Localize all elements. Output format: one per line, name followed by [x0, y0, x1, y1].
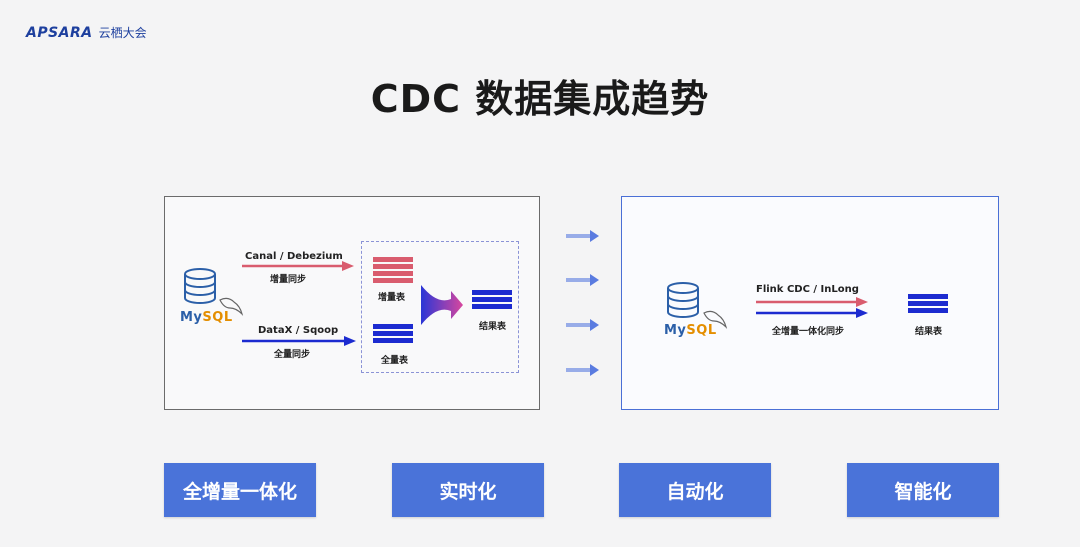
transition-arrows: [566, 230, 599, 376]
full-table-icon: [373, 324, 413, 343]
feature-automation: 自动化: [619, 463, 771, 517]
mysql-my: My: [180, 310, 203, 325]
mysql-sql: SQL: [686, 323, 717, 338]
feature-unified: 全增量一体化: [164, 463, 316, 517]
full-arrow: [242, 336, 356, 346]
incremental-tools-label: Canal / Debezium: [245, 251, 343, 262]
dolphin-icon: [219, 297, 244, 316]
mysql-logo: MySQL: [664, 323, 717, 338]
intermediate-tables-box: [361, 241, 519, 373]
feature-intelligent: 智能化: [847, 463, 999, 517]
merge-funnel: [421, 285, 463, 325]
mysql-my: My: [664, 323, 687, 338]
full-table-label: 全量表: [381, 356, 409, 366]
database-icon: [667, 282, 699, 318]
mysql-sql: SQL: [202, 310, 233, 325]
incremental-arrow: [242, 261, 354, 271]
unified-incremental-arrow: [756, 297, 868, 307]
brand-logo: APSARA 云栖大会: [26, 24, 147, 41]
incremental-sync-label: 增量同步: [270, 275, 307, 285]
incremental-table-icon: [373, 257, 413, 283]
page-title: CDC 数据集成趋势: [370, 77, 710, 121]
database-icon: [184, 268, 216, 304]
feature-realtime: 实时化: [392, 463, 544, 517]
brand-name: 云栖大会: [98, 26, 147, 40]
traditional-panel: [164, 196, 540, 410]
mysql-logo: MySQL: [180, 310, 233, 325]
incremental-table-label: 增量表: [378, 293, 406, 303]
result-table-label: 结果表: [915, 327, 943, 337]
full-sync-label: 全量同步: [274, 350, 311, 360]
full-tools-label: DataX / Sqoop: [258, 325, 339, 336]
apsara-logo: APSARA: [26, 24, 93, 41]
result-table-icon: [472, 290, 512, 309]
result-table-icon: [908, 294, 948, 313]
unified-full-arrow: [756, 308, 868, 318]
dolphin-icon: [703, 310, 728, 329]
flink-tools-label: Flink CDC / InLong: [756, 284, 859, 295]
unified-sync-label: 全增量一体化同步: [772, 327, 845, 337]
result-table-label: 结果表: [479, 322, 507, 332]
